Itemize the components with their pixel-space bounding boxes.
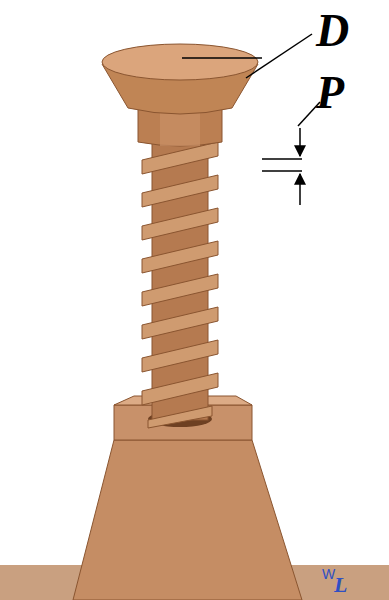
- pitch-dimension: [262, 102, 320, 205]
- symbol-label: L: [334, 574, 347, 596]
- screw-head: [102, 44, 258, 114]
- threaded-shaft: [142, 140, 218, 428]
- watermark-text: W: [322, 567, 335, 581]
- base-block: [73, 396, 302, 600]
- dimension-label: P: [316, 70, 344, 116]
- dimension-label: D: [316, 8, 349, 54]
- leader-line: [182, 34, 312, 78]
